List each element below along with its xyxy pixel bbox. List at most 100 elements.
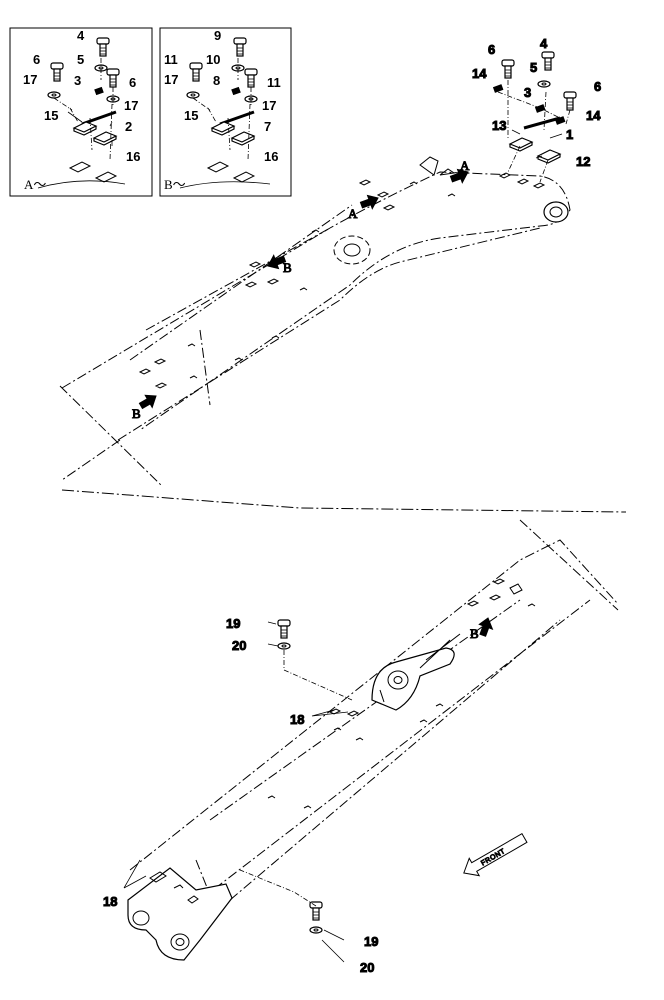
bolt-icon (277, 619, 291, 639)
callout-9: 9 (214, 28, 221, 43)
callout-17: 17 (262, 98, 276, 113)
bolt-icon (563, 91, 577, 111)
callout-5: 5 (530, 60, 537, 75)
boom-hint-curve (37, 180, 126, 189)
shim-plate (219, 110, 255, 126)
shim-plate (81, 110, 117, 126)
washer-icon (309, 926, 323, 934)
callout-7: 7 (264, 119, 271, 134)
bolt-icon (309, 901, 323, 921)
callout-5: 5 (77, 52, 84, 67)
callout-15: 15 (44, 108, 58, 123)
view-marker-b: B (132, 406, 141, 421)
callout-18: 18 (103, 894, 117, 909)
callout-18: 18 (290, 712, 304, 727)
leader-lines (497, 80, 571, 183)
view-marker-b: B (470, 626, 479, 641)
arm-tip-pin (132, 910, 150, 926)
leader-lines (53, 58, 114, 161)
inset-a-label: A～ (24, 177, 46, 192)
arm-tip-detail (149, 871, 199, 904)
callout-2: 2 (125, 119, 132, 134)
link-detail (379, 633, 461, 703)
callout-16: 16 (126, 149, 140, 164)
callout-16: 16 (264, 149, 278, 164)
arm-outline (199, 599, 591, 901)
shim-icon (231, 86, 241, 96)
inset-b-label: B～ (164, 177, 186, 192)
callout-19: 19 (226, 616, 240, 631)
callout-11: 11 (267, 75, 281, 90)
front-direction-arrow: FRONT (463, 832, 528, 877)
callout-6: 6 (594, 79, 601, 94)
boom-hint-curve (179, 181, 271, 189)
boom-outline (61, 171, 571, 431)
inset-view-b: 9 10 11 11 17 17 8 15 7 16 B～ (159, 27, 292, 197)
callout-6: 6 (129, 75, 136, 90)
callout-4: 4 (540, 36, 548, 51)
callout-leaders (511, 129, 563, 159)
boom-hardware (138, 156, 546, 389)
callout-6: 6 (33, 52, 40, 67)
callout-20: 20 (360, 960, 374, 975)
plate-icon (509, 137, 533, 152)
callout-3: 3 (524, 85, 531, 100)
leader-lines (192, 58, 252, 161)
shim-plate (523, 116, 561, 130)
shim-icon (492, 84, 504, 93)
callout-10: 10 (206, 52, 220, 67)
view-arrow-icon (136, 390, 161, 413)
callout-17: 17 (124, 98, 138, 113)
callout-14: 14 (586, 108, 601, 123)
view-marker-a: A (460, 158, 470, 173)
view-marker-b: B (283, 260, 292, 275)
callout-12: 12 (576, 154, 590, 169)
callout-11: 11 (164, 52, 178, 67)
callout-19: 19 (364, 934, 378, 949)
arm-assembly: B 19 20 18 18 19 20 FRONT (103, 519, 619, 976)
boom-outline (129, 204, 353, 406)
boom-outline (117, 227, 541, 441)
view-marker-a: A (348, 206, 358, 221)
shim-icon (534, 104, 546, 113)
bolt-icon (501, 59, 515, 79)
cylinder-boss (333, 235, 371, 265)
callout-17: 17 (164, 72, 178, 87)
arm-outline (129, 539, 619, 871)
boom-assembly: A A B B 6 4 14 5 6 3 14 13 1 12 (59, 36, 602, 487)
callout-4: 4 (77, 28, 85, 43)
arm-tip-pin (175, 938, 185, 946)
callout-leaders (123, 621, 349, 963)
callout-15: 15 (184, 108, 198, 123)
arm-break-line (195, 519, 619, 901)
washer-icon (537, 80, 551, 88)
callout-17: 17 (23, 72, 37, 87)
callout-14: 14 (472, 66, 487, 81)
bracket-icon (206, 161, 256, 183)
washer-icon (277, 642, 291, 650)
shim-icon (94, 86, 104, 96)
washer-icon (186, 91, 200, 99)
boom-foot-pin (549, 206, 563, 218)
link-bracket (371, 647, 455, 711)
callout-20: 20 (232, 638, 246, 653)
bolt-icon (541, 51, 555, 71)
arm-tip (127, 867, 233, 961)
washer-icon (47, 91, 61, 99)
cylinder-boss (343, 243, 361, 257)
callout-13: 13 (492, 118, 506, 133)
inset-b-frame (159, 27, 292, 197)
inset-view-a: 4 5 6 6 17 17 3 15 2 16 A～ (9, 27, 153, 197)
arrow-left-icon (463, 832, 528, 877)
callout-leaders (67, 111, 113, 146)
callout-6: 6 (488, 42, 495, 57)
callout-1: 1 (566, 127, 573, 142)
callout-3: 3 (74, 73, 81, 88)
link-pin (393, 676, 403, 684)
arm-hardware (267, 578, 536, 809)
callout-8: 8 (213, 73, 220, 88)
leader-lines (239, 650, 353, 907)
boom-break-line (59, 385, 163, 487)
section-divider (61, 489, 627, 513)
